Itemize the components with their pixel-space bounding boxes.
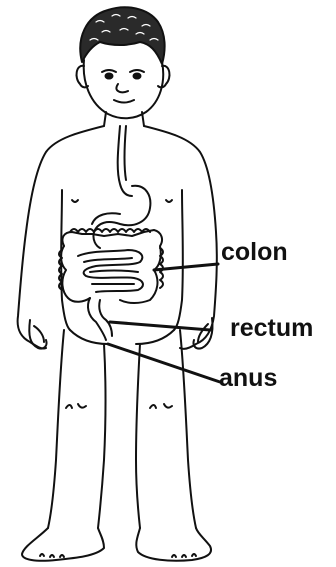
body-outline bbox=[18, 126, 217, 561]
hair bbox=[80, 7, 164, 64]
esophagus bbox=[118, 126, 132, 196]
anus-label: anus bbox=[219, 366, 277, 391]
rectum-label: rectum bbox=[230, 316, 313, 341]
anus-leader-line bbox=[108, 344, 220, 382]
colon-label: colon bbox=[221, 240, 288, 265]
leader-lines bbox=[108, 264, 220, 382]
stomach bbox=[92, 186, 150, 248]
head bbox=[77, 60, 170, 126]
rectum bbox=[88, 298, 112, 340]
small-intestine bbox=[78, 250, 143, 292]
rectum-leader-line bbox=[110, 322, 210, 330]
